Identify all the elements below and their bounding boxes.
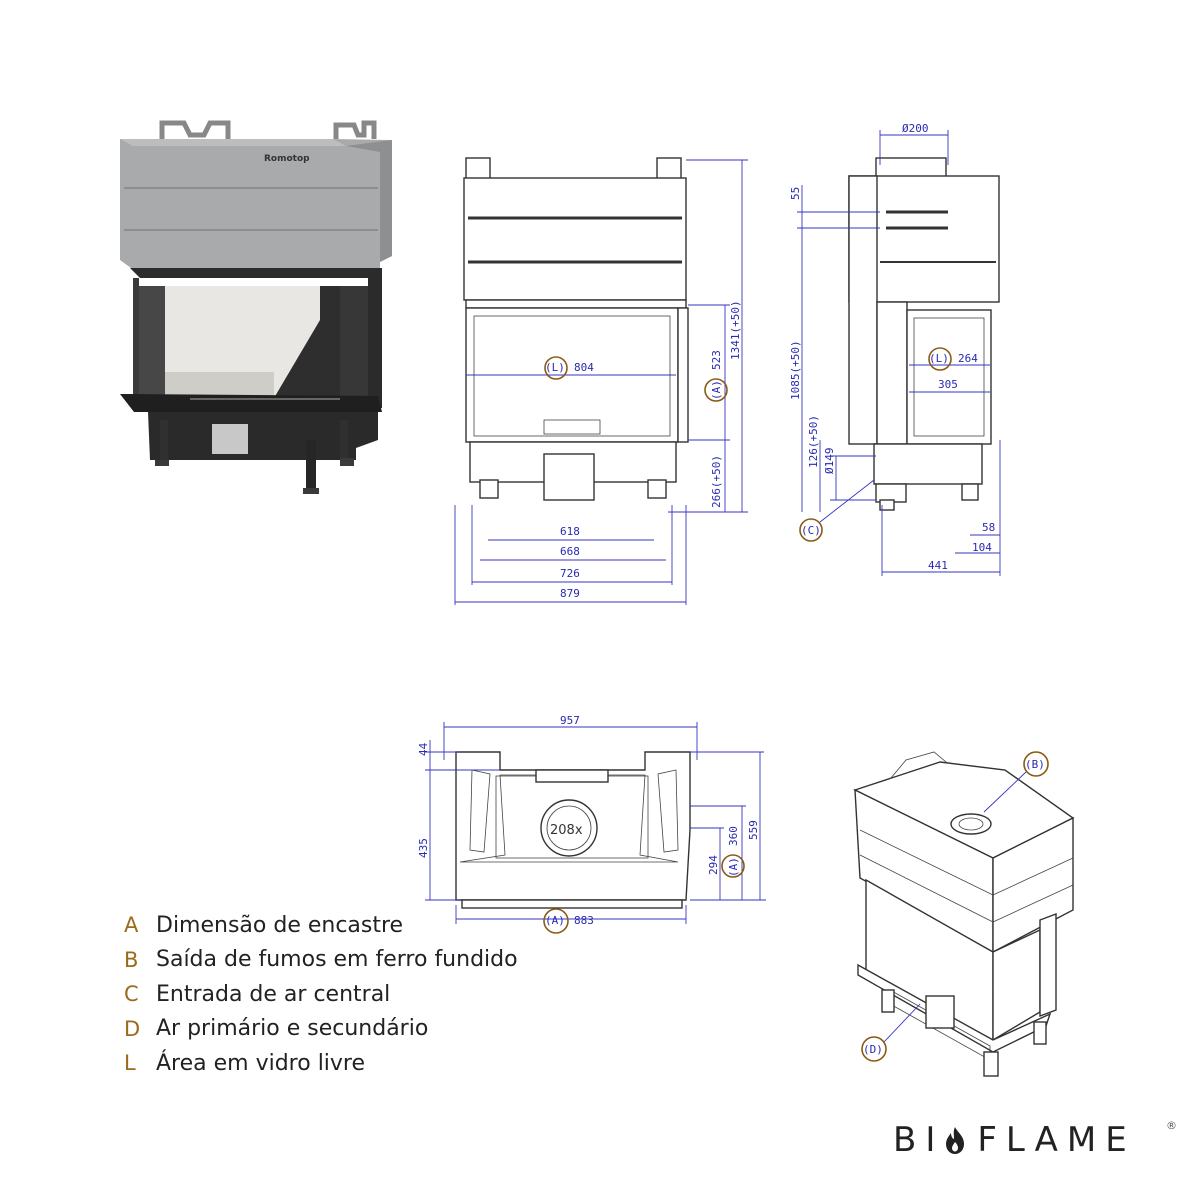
side-glass-width: 264 bbox=[958, 352, 978, 365]
side-flue-diameter: Ø200 bbox=[902, 122, 929, 135]
front-opening-label: (A) bbox=[710, 380, 723, 400]
iso-label-b: (B) bbox=[1025, 758, 1045, 771]
top-dim-44: 44 bbox=[417, 742, 430, 756]
front-base-height: 266(+50) bbox=[710, 455, 723, 508]
side-top-offset: 55 bbox=[789, 187, 802, 200]
side-dim-441: 441 bbox=[928, 559, 948, 572]
bioflame-logo: BI FLAME bbox=[893, 1120, 1136, 1160]
side-inner-width: 305 bbox=[938, 378, 958, 391]
top-dim-883: 883 bbox=[574, 914, 594, 927]
top-dim-435: 435 bbox=[417, 838, 430, 858]
romotop-logo: Romotop bbox=[264, 154, 310, 164]
legend-letter: D bbox=[124, 1016, 141, 1041]
isometric-drawing bbox=[853, 751, 1075, 1077]
brand-left: BI bbox=[893, 1120, 945, 1160]
legend-text: Dimensão de encastre bbox=[156, 912, 404, 938]
top-dimensions: 957 44 435 294 (A) 360 559 (A) 883 bbox=[417, 714, 766, 934]
front-total-height: 1341(+50) bbox=[729, 300, 742, 360]
side-dimensions: Ø200 55 1085(+50) 126(+50) Ø149 (L) 264 … bbox=[789, 122, 1001, 576]
legend-item-d: D Ar primário e secundário bbox=[124, 1012, 518, 1047]
top-flue-label: 208x bbox=[550, 823, 583, 838]
front-dimensions: (L) 804 (A) 523 1341(+50) 266(+50) 618 6… bbox=[454, 159, 748, 605]
top-dim-559: 559 bbox=[747, 820, 760, 840]
front-glass-label: (L) bbox=[545, 361, 565, 374]
top-label-a-bottom: (A) bbox=[545, 914, 565, 927]
front-dim-668: 668 bbox=[560, 545, 580, 558]
brand-right: FLAME bbox=[977, 1120, 1136, 1160]
legend: A Dimensão de encastre B Saída de fumos … bbox=[124, 908, 518, 1081]
flame-icon bbox=[946, 1127, 965, 1154]
legend-item-a: A Dimensão de encastre bbox=[124, 908, 518, 943]
side-outlet-height: 1085(+50) bbox=[789, 340, 802, 400]
legend-text: Entrada de ar central bbox=[156, 981, 391, 1007]
legend-letter: L bbox=[124, 1051, 136, 1076]
side-view bbox=[848, 157, 1000, 511]
legend-item-b: B Saída de fumos em ferro fundido bbox=[124, 943, 518, 978]
iso-callouts: (B) (D) bbox=[861, 751, 1049, 1062]
front-glass-width: 804 bbox=[574, 361, 594, 374]
legend-text: Área em vidro livre bbox=[156, 1050, 366, 1076]
top-label-a-right: (A) bbox=[727, 857, 740, 877]
product-render: Romotop bbox=[120, 120, 392, 494]
front-dim-879: 879 bbox=[560, 587, 580, 600]
front-view bbox=[463, 157, 689, 501]
front-opening-height: 523 bbox=[710, 350, 723, 370]
legend-item-l: L Área em vidro livre bbox=[124, 1046, 518, 1081]
legend-text: Saída de fumos em ferro fundido bbox=[156, 947, 518, 973]
front-dim-618: 618 bbox=[560, 525, 580, 538]
legend-letter: A bbox=[124, 913, 139, 938]
top-dim-294: 294 bbox=[707, 855, 720, 875]
front-dim-726: 726 bbox=[560, 567, 580, 580]
registered-mark: ® bbox=[1166, 1119, 1177, 1132]
legend-letter: C bbox=[124, 982, 139, 1007]
side-dim-104: 104 bbox=[972, 541, 992, 554]
side-air-height: 126(+50) bbox=[807, 415, 820, 468]
side-air-label: (C) bbox=[801, 524, 821, 537]
side-dim-58: 58 bbox=[982, 521, 995, 534]
top-width-total: 957 bbox=[560, 714, 580, 727]
iso-label-d: (D) bbox=[863, 1043, 883, 1056]
top-view: 208x bbox=[455, 751, 691, 909]
top-dim-360: 360 bbox=[727, 826, 740, 846]
side-glass-label: (L) bbox=[929, 352, 949, 365]
legend-letter: B bbox=[124, 947, 139, 972]
side-air-diameter: Ø149 bbox=[823, 448, 836, 475]
legend-text: Ar primário e secundário bbox=[156, 1016, 429, 1042]
legend-item-c: C Entrada de ar central bbox=[124, 977, 518, 1012]
